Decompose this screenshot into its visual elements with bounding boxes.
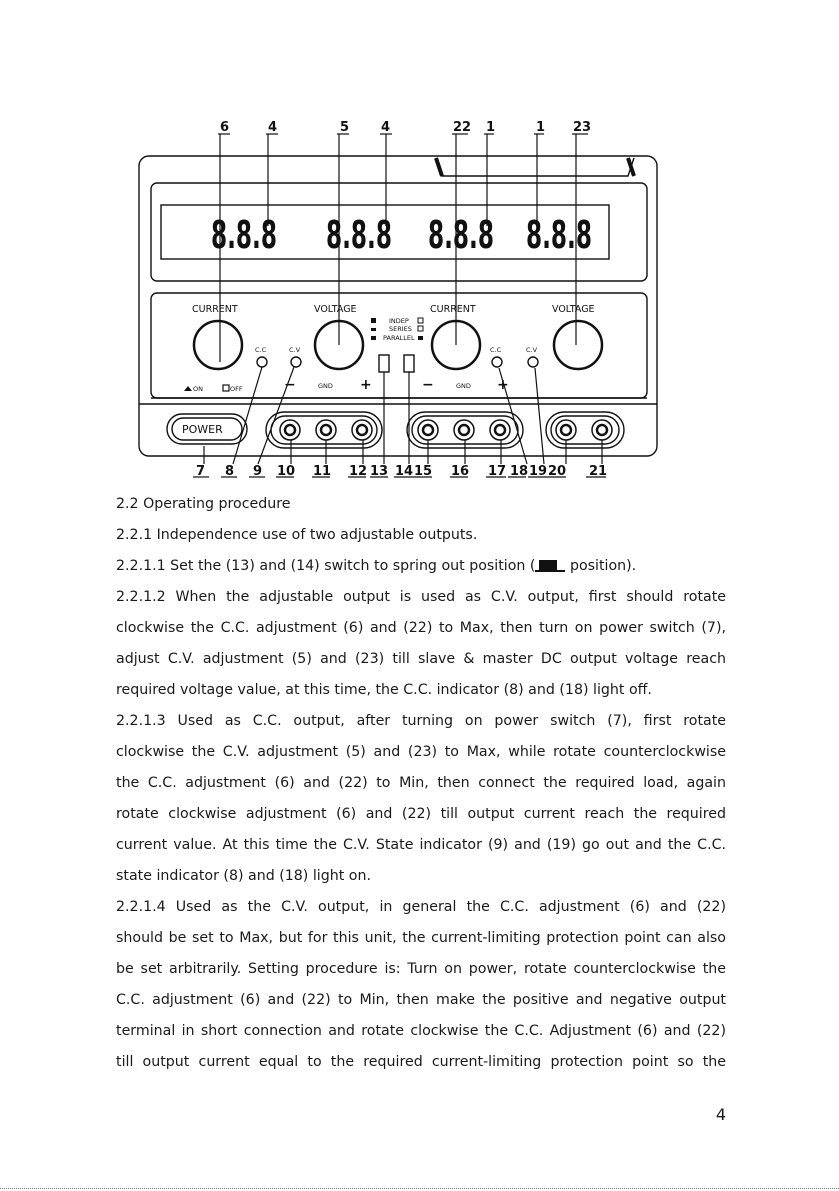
callout-9: 9 bbox=[253, 464, 262, 479]
callout-14: 14 bbox=[395, 464, 413, 479]
callout-23: 23 bbox=[573, 120, 591, 135]
display-2: 8.8.8 bbox=[326, 213, 392, 257]
paragraph-line: C.C. adjustment (6) and (22) to Min, the… bbox=[116, 992, 726, 1008]
paragraph-line: rotate clockwise adjustment (6) and (22)… bbox=[116, 806, 726, 822]
callout-16: 16 bbox=[451, 464, 469, 479]
callout-10: 10 bbox=[277, 464, 295, 479]
paragraph-line: required voltage value, at this time, th… bbox=[116, 682, 652, 698]
mode-label-parallel: PARALLEL bbox=[383, 334, 415, 342]
knob-label-current-2: CURRENT bbox=[430, 304, 476, 315]
indicator-label-cv-2: C.V bbox=[526, 346, 538, 354]
power-supply-front-panel-diagram: 6 4 5 4 22 1 1 23 8.8.8 8.8.8 8.8.8 8.8.… bbox=[138, 120, 658, 479]
plus-sign-1: + bbox=[360, 377, 372, 393]
paragraph-line: clockwise the C.V. adjustment (5) and (2… bbox=[116, 744, 726, 760]
callout-6: 6 bbox=[220, 120, 229, 135]
paragraph-line: state indicator (8) and (18) light on. bbox=[116, 868, 371, 884]
minus-sign-1: − bbox=[284, 377, 296, 393]
callout-5: 5 bbox=[340, 120, 349, 135]
paragraph-line: terminal in short connection and rotate … bbox=[116, 1023, 726, 1039]
indicator-label-cc-1: C.C bbox=[255, 346, 267, 354]
callout-15: 15 bbox=[414, 464, 432, 479]
operating-procedure-section: 2.2 Operating procedure 2.2.1 Independen… bbox=[116, 489, 726, 1078]
minus-sign-2: − bbox=[422, 377, 434, 393]
paragraph-line: should be set to Max, but for this unit,… bbox=[116, 930, 726, 946]
plus-sign-2: + bbox=[497, 377, 509, 393]
knob-label-current-1: CURRENT bbox=[192, 304, 238, 315]
callout-18: 18 bbox=[510, 464, 528, 479]
callout-4: 4 bbox=[268, 120, 277, 135]
callout-19: 19 bbox=[529, 464, 547, 479]
step-text: 2.2.1.1 Set the (13) and (14) switch to … bbox=[116, 558, 536, 574]
off-label: OFF bbox=[230, 385, 243, 393]
indicator-label-cc-2: C.C bbox=[490, 346, 502, 354]
callout-22: 22 bbox=[453, 120, 471, 135]
spring-out-switch-icon bbox=[535, 560, 566, 572]
subsection-heading: 2.2.1 Independence use of two adjustable… bbox=[116, 527, 478, 543]
gnd-label-1: GND bbox=[318, 382, 333, 390]
knob-label-voltage-1: VOLTAGE bbox=[314, 304, 357, 315]
display-1: 8.8.8 bbox=[211, 213, 277, 257]
paragraph-line: current value. At this time the C.V. Sta… bbox=[116, 837, 726, 853]
section-heading: 2.2 Operating procedure bbox=[116, 496, 291, 512]
footer-divider bbox=[0, 1188, 839, 1189]
paragraph-line: adjust C.V. adjustment (5) and (23) till… bbox=[116, 651, 726, 667]
display-4: 8.8.8 bbox=[526, 213, 592, 257]
paragraph-line: the C.C. adjustment (6) and (22) to Min,… bbox=[116, 775, 726, 791]
callout-8: 8 bbox=[225, 464, 234, 479]
paragraph-line: 2.2.1.4 Used as the C.V. output, in gene… bbox=[116, 899, 726, 915]
mode-label-series: SERIES bbox=[389, 325, 412, 333]
callout-4b: 4 bbox=[381, 120, 390, 135]
step-text-end: position). bbox=[565, 558, 637, 574]
callout-21: 21 bbox=[589, 464, 607, 479]
paragraph-line: till output current equal to the require… bbox=[116, 1054, 726, 1070]
paragraph-line: 2.2.1.3 Used as C.C. output, after turni… bbox=[116, 713, 726, 729]
paragraph-line: 2.2.1.1 Set the (13) and (14) switch to … bbox=[116, 551, 726, 582]
gnd-label-2: GND bbox=[456, 382, 471, 390]
page-number: 4 bbox=[715, 1105, 726, 1124]
paragraph-line: be set arbitrarily. Setting procedure is… bbox=[116, 961, 726, 977]
display-3: 8.8.8 bbox=[428, 213, 494, 257]
callout-12: 12 bbox=[349, 464, 367, 479]
callout-7: 7 bbox=[196, 464, 205, 479]
paragraph-line: 2.2.1.2 When the adjustable output is us… bbox=[116, 589, 726, 605]
indicator-label-cv-1: C.V bbox=[289, 346, 301, 354]
on-label: ON bbox=[193, 385, 203, 393]
callout-1b: 1 bbox=[536, 120, 545, 135]
knob-label-voltage-2: VOLTAGE bbox=[552, 304, 595, 315]
callout-17: 17 bbox=[488, 464, 506, 479]
callout-11: 11 bbox=[313, 464, 331, 479]
callout-1: 1 bbox=[486, 120, 495, 135]
mode-label-indep: INDEP bbox=[389, 317, 409, 325]
callout-13: 13 bbox=[370, 464, 388, 479]
callout-20: 20 bbox=[548, 464, 566, 479]
power-label: POWER bbox=[182, 423, 223, 436]
paragraph-line: clockwise the C.C. adjustment (6) and (2… bbox=[116, 620, 726, 636]
